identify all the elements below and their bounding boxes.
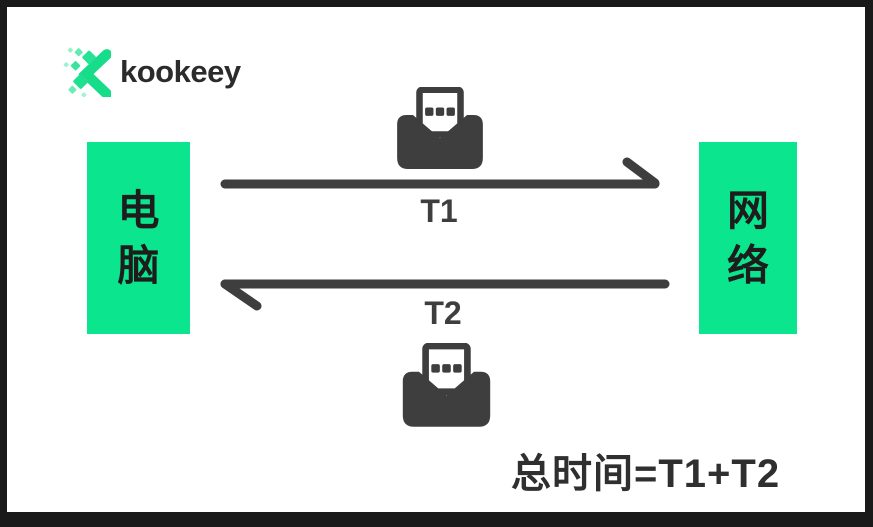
kookeey-logo: kookeey <box>63 47 241 97</box>
t2-label: T2 <box>424 295 462 331</box>
node-network: 网络 <box>699 142 797 334</box>
total-time-formula: 总时间=T1+T2 <box>511 452 781 496</box>
mail-envelope-icon-bottom <box>402 343 491 427</box>
kookeey-logo-text: kookeey <box>120 54 241 89</box>
t1-label: T1 <box>420 193 458 229</box>
node-computer-label: 电脑 <box>117 186 160 289</box>
t1-arrow-right-icon <box>220 157 660 189</box>
diagram-panel: kookeey 电脑 网络 T1 T2 <box>7 7 865 512</box>
mail-envelope-icon-top <box>397 87 483 169</box>
t2-arrow-left-icon <box>220 279 670 311</box>
kookeey-diamond-icon <box>63 47 111 97</box>
node-computer: 电脑 <box>87 142 190 334</box>
node-network-label: 网络 <box>726 186 769 289</box>
